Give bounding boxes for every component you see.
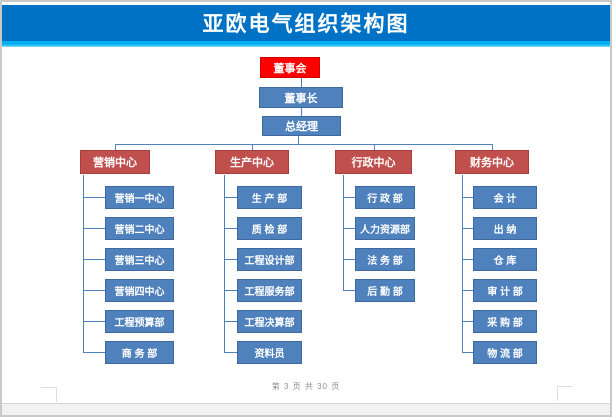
- org-box-dept: 工程决算部: [237, 310, 302, 333]
- margin-corner-mark-right: [557, 386, 573, 387]
- org-box-chairman: 董事长: [259, 87, 343, 108]
- connector-line: [301, 108, 302, 116]
- connector-line: [462, 259, 473, 260]
- org-box-dept: 人力资源部: [355, 217, 415, 240]
- org-box-dept: 质 检 部: [237, 217, 302, 240]
- connector-line: [462, 352, 473, 353]
- org-box-dept: 仓 库: [473, 248, 537, 271]
- org-box-dept: 法 务 部: [355, 248, 415, 271]
- connector-line: [224, 197, 237, 198]
- connector-line: [252, 144, 253, 150]
- org-box-general-manager: 总经理: [262, 116, 341, 136]
- title-banner: 亚欧电气组织架构图: [2, 5, 610, 41]
- org-box-dept: 商 务 部: [105, 341, 174, 364]
- org-box-center: 生产中心: [215, 150, 289, 174]
- connector-line: [224, 259, 237, 260]
- org-box-dept: 出 纳: [473, 217, 537, 240]
- connector-line: [343, 228, 355, 229]
- connector-line: [492, 144, 493, 150]
- page-bottom-edge: [2, 403, 610, 415]
- connector-line: [462, 290, 473, 291]
- connector-line: [115, 144, 116, 150]
- org-box-dept: 工程设计部: [237, 248, 302, 271]
- connector-line: [462, 228, 473, 229]
- connector-line: [83, 228, 105, 229]
- connector-line: [83, 352, 105, 353]
- org-box-dept: 行 政 部: [355, 186, 415, 209]
- org-box-board: 董事会: [260, 57, 320, 78]
- org-box-dept: 营销四中心: [105, 279, 174, 302]
- connector-line: [374, 144, 375, 150]
- org-box-dept: 会 计: [473, 186, 537, 209]
- org-box-dept: 工程预算部: [105, 310, 174, 333]
- org-box-dept: 物 流 部: [473, 341, 537, 364]
- org-box-dept: 采 购 部: [473, 310, 537, 333]
- margin-corner-mark-left: [56, 387, 57, 402]
- page-title: 亚欧电气组织架构图: [202, 13, 410, 36]
- connector-line: [343, 259, 355, 260]
- connector-line: [83, 175, 84, 352]
- connector-line: [343, 290, 355, 291]
- connector-line: [224, 228, 237, 229]
- connector-line: [462, 321, 473, 322]
- connector-line: [83, 259, 105, 260]
- connector-line: [224, 175, 225, 352]
- org-box-center: 行政中心: [335, 150, 412, 174]
- org-box-center: 营销中心: [80, 150, 150, 174]
- connector-line: [115, 144, 492, 145]
- connector-line: [83, 321, 105, 322]
- banner-stripe: [2, 41, 610, 47]
- connector-line: [343, 175, 344, 290]
- connector-line: [83, 290, 105, 291]
- connector-line: [343, 197, 355, 198]
- org-box-dept: 后 勤 部: [355, 279, 415, 302]
- connector-line: [301, 78, 302, 87]
- connector-line: [224, 352, 237, 353]
- org-box-dept: 生 产 部: [237, 186, 302, 209]
- org-box-dept: 营销三中心: [105, 248, 174, 271]
- org-box-dept: 工程服务部: [237, 279, 302, 302]
- org-box-dept: 资料员: [237, 341, 302, 364]
- org-box-dept: 营销二中心: [105, 217, 174, 240]
- connector-line: [224, 290, 237, 291]
- connector-line: [224, 321, 237, 322]
- connector-line: [298, 136, 299, 144]
- connector-line: [83, 197, 105, 198]
- connector-line: [462, 175, 463, 352]
- margin-corner-mark-right: [557, 386, 558, 401]
- org-box-dept: 营销一中心: [105, 186, 174, 209]
- page-number: 第 3 页 共 30 页: [271, 382, 341, 391]
- margin-corner-mark-left: [41, 387, 57, 388]
- org-box-center: 财务中心: [455, 150, 529, 174]
- connector-line: [462, 197, 473, 198]
- org-box-dept: 审 计 部: [473, 279, 537, 302]
